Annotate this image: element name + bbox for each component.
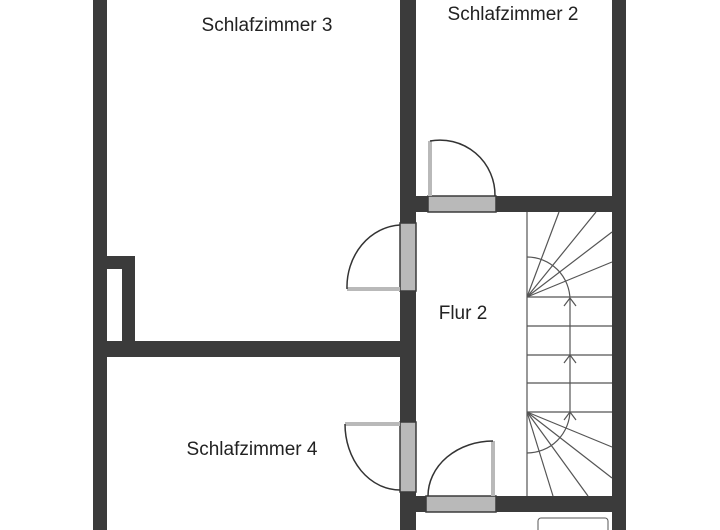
door-hall-bottom-panel	[425, 495, 497, 513]
door-hall-bottom	[425, 440, 497, 513]
door-bedroom2-swing	[429, 139, 496, 197]
wall-niche-right	[122, 256, 135, 356]
walls	[93, 0, 626, 530]
wall-bedroom2-bottom-left	[400, 196, 428, 212]
door-bedroom2	[427, 139, 497, 213]
stair-winder-bottom-2	[526, 411, 613, 479]
door-bedroom2-panel	[427, 195, 497, 213]
door-bedroom3-swing	[346, 224, 401, 290]
door-bedroom4-panel	[399, 421, 417, 493]
stair-winder-top-3	[526, 231, 613, 298]
wall-right-outer	[612, 0, 626, 530]
stair-winder-bottom-3	[526, 411, 589, 497]
stair-winder-bottom-1	[526, 411, 613, 448]
stair-winder-top-4	[526, 261, 613, 298]
stair-winder-top-2	[526, 211, 597, 298]
stair-winder-top-1	[526, 211, 560, 298]
door-hall-bottom-swing	[427, 440, 494, 497]
room-label-bedroom2: Schlafzimmer 2	[447, 4, 579, 25]
stair-arrow-2	[563, 354, 577, 364]
room-label-hallway: Flur 2	[438, 303, 488, 324]
wall-hall-bottom-right	[496, 496, 626, 512]
wall-bedroom3-bottom	[93, 341, 416, 357]
wall-hall-bottom-left	[400, 496, 426, 512]
stair-winder-bottom-4	[526, 411, 554, 497]
door-bedroom4-swing	[344, 423, 401, 491]
door-bedroom4	[344, 421, 417, 493]
staircase	[526, 211, 613, 497]
doors	[344, 139, 497, 513]
wall-bedroom2-bottom-right	[496, 196, 626, 212]
room-label-bedroom4: Schlafzimmer 4	[186, 439, 318, 460]
fixture-bottom-right	[537, 517, 609, 530]
door-bedroom3-panel	[399, 222, 417, 292]
stair-arrow-3	[563, 411, 577, 421]
room-label-bedroom3: Schlafzimmer 3	[201, 15, 333, 36]
door-bedroom3	[346, 222, 417, 292]
stair-arrow-1	[563, 297, 577, 307]
